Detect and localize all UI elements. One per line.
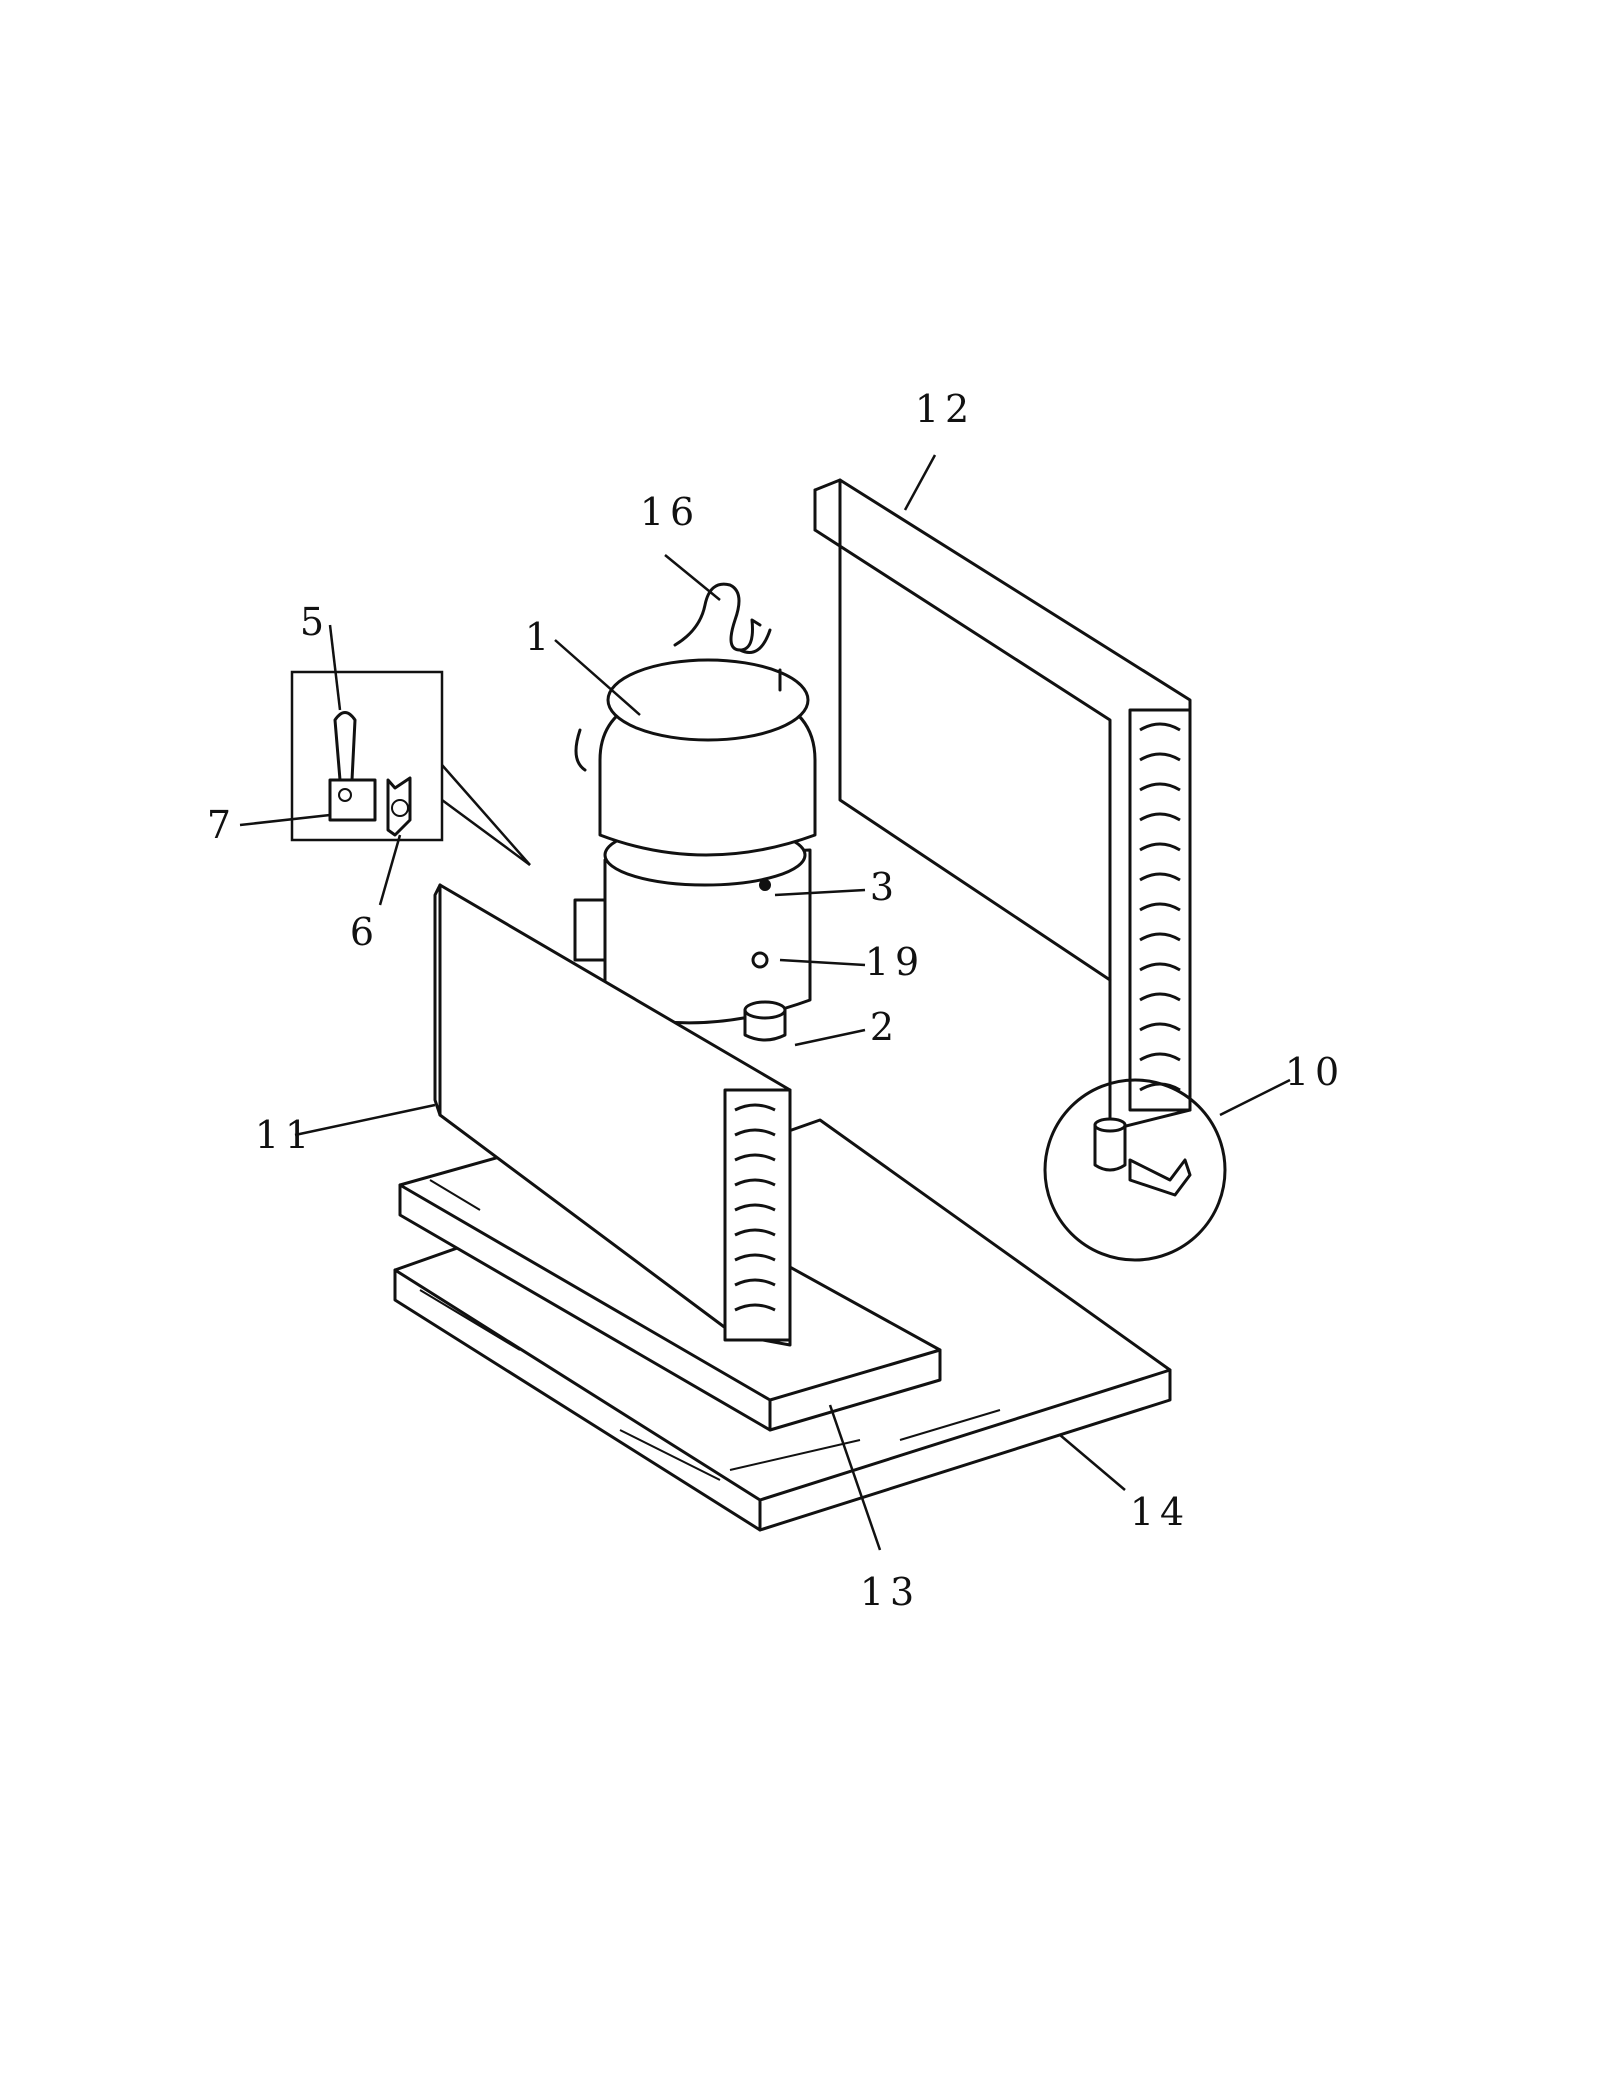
- callout-3: 3: [870, 865, 900, 909]
- callout-5: 5: [300, 600, 330, 644]
- coil-bends-rear: [1139, 722, 1181, 1092]
- mounting-grommet: [743, 1000, 787, 1042]
- callout-7: 7: [207, 803, 237, 847]
- callout-13: 13: [860, 1570, 920, 1614]
- callout-16: 16: [640, 490, 700, 534]
- electrical-component-inset: [290, 670, 531, 867]
- callout-19: 19: [865, 940, 925, 984]
- leader-lines: [239, 454, 1291, 1551]
- callout-1: 1: [525, 615, 555, 659]
- condenser-coil-front: [433, 883, 792, 1347]
- overload-protector: [328, 778, 377, 822]
- callout-2: 2: [870, 1005, 900, 1049]
- callout-6: 6: [350, 910, 380, 954]
- callout-14: 14: [1130, 1490, 1190, 1534]
- callout-10: 10: [1285, 1050, 1345, 1094]
- callout-12: 12: [915, 387, 975, 431]
- condenser-coil-rear: [813, 478, 1192, 1132]
- compressor: [573, 658, 817, 1025]
- refrigerant-tubing: [673, 582, 772, 654]
- clamp-detail: [1128, 1158, 1192, 1197]
- callout-labels: 1 2 3 5 6 7 10 11 12 13 14 16 19: [207, 387, 1345, 1614]
- gasket: [386, 776, 412, 837]
- callout-11: 11: [255, 1113, 315, 1157]
- capacitor-detail: [1093, 1117, 1127, 1172]
- wire-clip: [333, 711, 357, 782]
- detail-view-circle: [1043, 1078, 1227, 1262]
